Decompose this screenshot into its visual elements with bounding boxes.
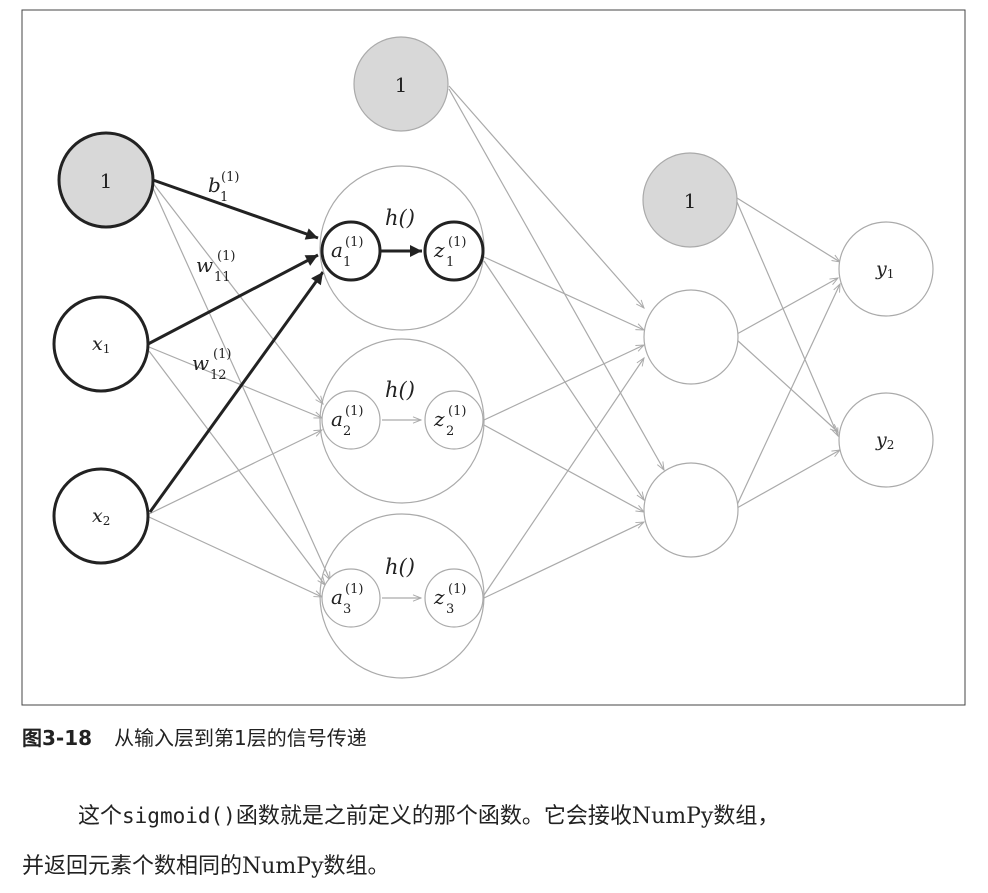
gray-connections <box>148 85 842 602</box>
hidden-neuron-2-outline <box>319 338 485 504</box>
figure-frame <box>21 9 966 706</box>
figure-number: 图3-18 <box>22 726 93 750</box>
input-node-x2 <box>52 467 150 565</box>
label-a1: a <box>331 238 343 262</box>
label-a2-sup: (1) <box>345 404 363 419</box>
inline-code-sigmoid: sigmoid() <box>122 804 236 828</box>
weight-b1-sub: 1 <box>220 190 228 205</box>
label-a2: a <box>331 407 343 431</box>
paragraph-line-1-pre: 这个 <box>78 804 123 829</box>
weight-w11-sub: 11 <box>214 270 231 285</box>
label-a3: a <box>331 585 343 609</box>
weight-b1: b <box>208 173 221 197</box>
edge-x1-a1 <box>147 253 319 346</box>
bias-label-input: 1 <box>100 169 113 193</box>
output-label-y2: y2 <box>875 429 894 452</box>
paragraph-line-1: 这个sigmoid()函数就是之前定义的那个函数。它会接收NumPy数组， <box>78 798 779 830</box>
node-z3 <box>424 568 484 628</box>
bold-connections <box>147 178 422 513</box>
label-z1-sup: (1) <box>448 235 466 250</box>
weight-labels: b 1 (1) w 11 (1) w 12 (1) <box>192 170 239 383</box>
label-a3-sub: 3 <box>343 602 351 617</box>
bias-label-hidden: 1 <box>395 73 408 97</box>
label-a1-sub: 1 <box>343 255 351 270</box>
weight-w12-sup: (1) <box>213 347 231 362</box>
output-node-y1 <box>838 221 934 317</box>
figure-caption-text: 从输入层到第1层的信号传递 <box>114 726 367 750</box>
node-a1 <box>320 220 382 282</box>
bias-node-input <box>57 131 155 229</box>
label-z3-sub: 3 <box>446 602 454 617</box>
paragraph-line-1-post: 函数就是之前定义的那个函数。它会接收NumPy数组， <box>235 804 780 829</box>
weight-b1-sup: (1) <box>221 170 239 185</box>
label-a3-sup: (1) <box>345 582 363 597</box>
input-label-x1: x1 <box>92 333 110 356</box>
weight-w11-sup: (1) <box>217 249 235 264</box>
activation-label-2: h() <box>385 378 415 402</box>
label-z1: z <box>433 238 445 262</box>
node-a2 <box>321 390 381 450</box>
weight-w12: w <box>192 351 209 375</box>
label-z3: z <box>433 585 445 609</box>
activation-label-1: h() <box>385 206 415 230</box>
a-labels: a 1 (1) a 2 (1) a 3 (1) <box>331 235 363 617</box>
label-z1-sub: 1 <box>446 255 454 270</box>
node-z1 <box>423 220 485 282</box>
output-node-y2 <box>838 392 934 488</box>
weight-w12-sub: 12 <box>210 368 227 383</box>
edge-b1-a1 <box>152 178 319 240</box>
neural-network-diagram: 1 1 1 x1 x2 y1 y2 h() h() h() a 1 (1) a … <box>21 9 966 706</box>
z-labels: z 1 (1) z 2 (1) z 3 (1) <box>433 235 466 617</box>
label-a1-sup: (1) <box>345 235 363 250</box>
bias-node-layer2 <box>642 152 738 248</box>
bias-node-hidden <box>353 36 449 132</box>
layer2-node-1 <box>643 289 739 385</box>
node-z2 <box>424 390 484 450</box>
figure-caption: 图3-18 从输入层到第1层的信号传递 <box>22 722 367 751</box>
node-a3 <box>321 568 381 628</box>
label-a2-sub: 2 <box>343 424 351 439</box>
hidden-neuron-3-outline <box>319 513 485 679</box>
label-z2: z <box>433 407 445 431</box>
input-label-x2: x2 <box>92 505 110 528</box>
activation-label-3: h() <box>385 555 415 579</box>
label-z2-sub: 2 <box>446 424 454 439</box>
layer2-node-2 <box>643 462 739 558</box>
label-z3-sup: (1) <box>448 582 466 597</box>
label-z2-sup: (1) <box>448 404 466 419</box>
output-label-y1: y1 <box>875 258 894 281</box>
bias-label-layer2: 1 <box>684 189 697 213</box>
paragraph-line-2: 并返回元素个数相同的NumPy数组。 <box>22 854 390 879</box>
weight-w11: w <box>196 253 213 277</box>
edge-x2-a1 <box>148 271 325 513</box>
input-node-x1 <box>52 295 150 393</box>
